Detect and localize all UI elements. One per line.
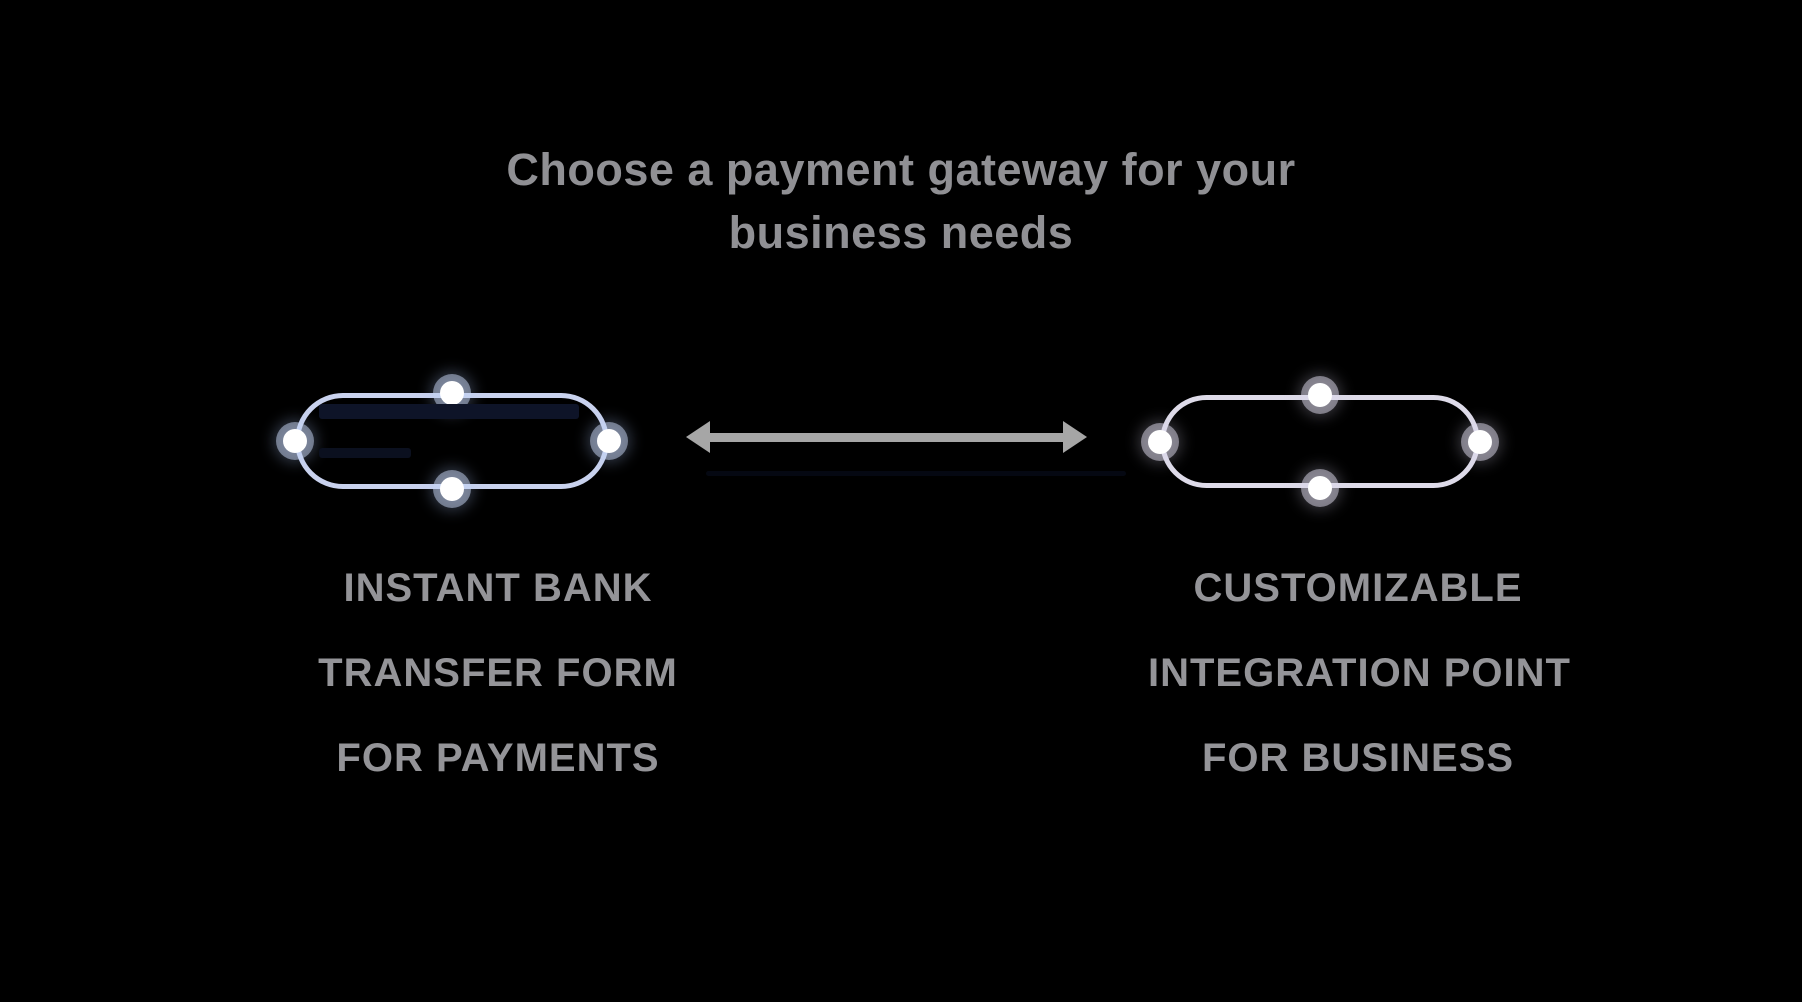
right-rounded-rectangle-shape[interactable] <box>1148 383 1492 500</box>
page-title-line-1: Choose a payment gateway for your <box>506 144 1296 195</box>
resize-handle-bottom[interactable] <box>440 477 464 501</box>
left-caption-line-2: TRANSFER FORM <box>318 651 678 695</box>
resize-handle-right[interactable] <box>1468 429 1492 454</box>
page-title: Choose a payment gateway for your busine… <box>0 138 1802 264</box>
right-caption-line-2: INTEGRATION POINT <box>1148 651 1571 695</box>
page-title-line-2: business needs <box>728 207 1074 258</box>
right-caption-column: CUSTOMIZABLE INTEGRATION POINT FOR BUSIN… <box>1148 566 1571 821</box>
arrowhead-left-icon <box>686 421 710 453</box>
left-caption-line-1: INSTANT BANK <box>343 566 653 610</box>
faint-inner-text-smudge <box>319 448 411 458</box>
right-caption-line-1: CUSTOMIZABLE <box>1193 566 1523 610</box>
resize-handle-top[interactable] <box>440 381 464 405</box>
resize-handle-left[interactable] <box>283 429 307 453</box>
left-caption-line-3: FOR PAYMENTS <box>336 736 660 780</box>
resize-handle-right[interactable] <box>597 429 621 453</box>
connector-shadow <box>706 471 1126 476</box>
arrowhead-right-icon <box>1063 421 1087 453</box>
resize-handle-bottom[interactable] <box>1308 476 1332 500</box>
resize-handle-left[interactable] <box>1148 429 1172 454</box>
left-caption-column: INSTANT BANK TRANSFER FORM FOR PAYMENTS <box>288 566 708 821</box>
right-caption-line-3: FOR BUSINESS <box>1201 736 1515 780</box>
connector-arrow[interactable] <box>708 433 1065 442</box>
resize-handle-top[interactable] <box>1308 383 1332 407</box>
left-rounded-rectangle-shape[interactable] <box>283 381 621 501</box>
faint-inner-text-smudge <box>319 404 579 419</box>
